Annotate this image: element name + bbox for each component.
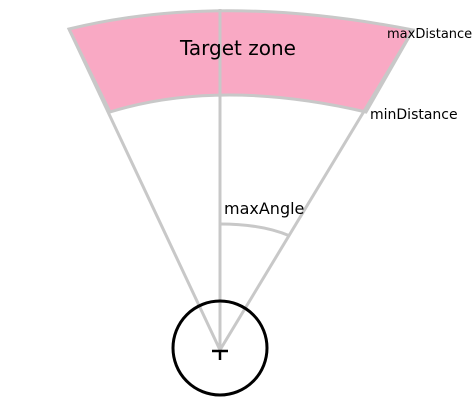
cone-right-edge [218,29,415,351]
cone-left-edge [67,28,222,351]
min-distance-label: minDistance [370,107,458,123]
agent-circle-icon [171,299,269,397]
max-angle-arc [219,222,291,238]
target-zone-label: Target zone [179,36,296,60]
target-zone-band [66,9,416,114]
max-distance-label: maxDistance [387,27,472,42]
max-angle-label: maxAngle [224,199,304,218]
